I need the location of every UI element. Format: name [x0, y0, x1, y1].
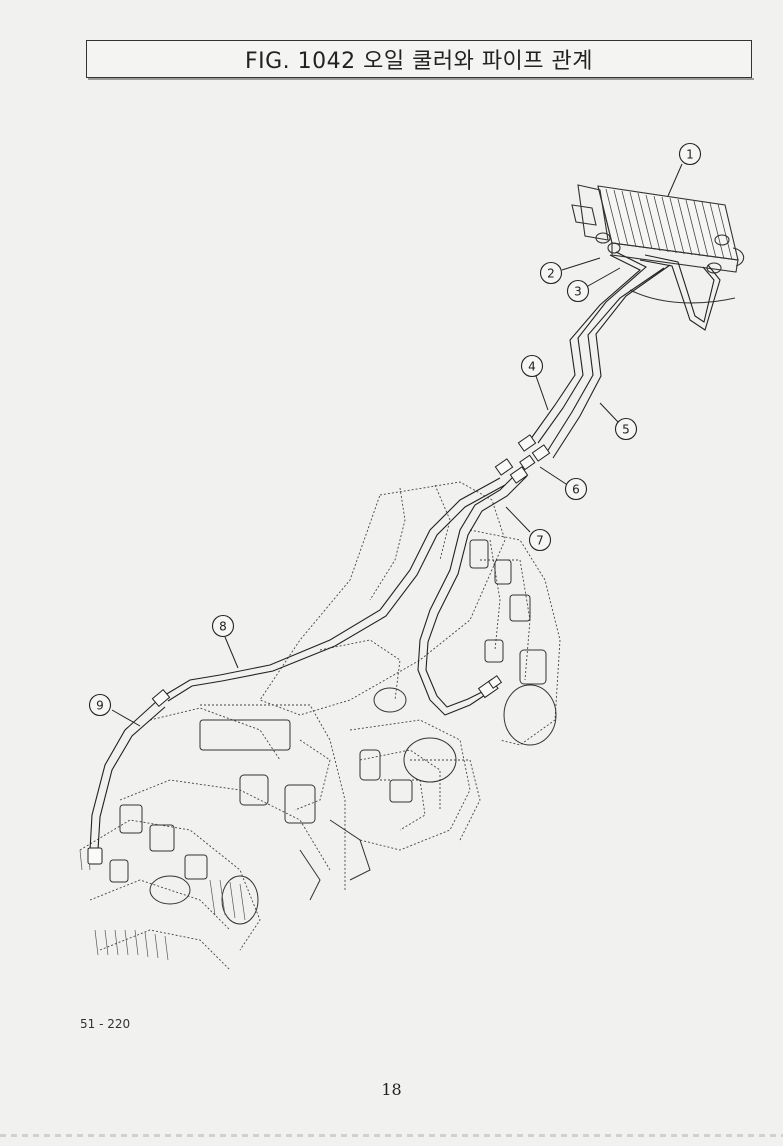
- oil-cooler: [571, 184, 745, 304]
- title-shadow: [88, 78, 754, 80]
- callout-3: 3: [566, 279, 590, 303]
- svg-text:7: 7: [536, 534, 544, 548]
- svg-text:2: 2: [547, 267, 555, 281]
- callout-8: 8: [211, 614, 235, 638]
- callout-5: 5: [614, 417, 638, 441]
- pipe-8-long-line: [164, 477, 506, 702]
- scan-edge: [0, 1134, 783, 1137]
- svg-text:5: 5: [622, 423, 630, 437]
- engine-solid-details: [109, 539, 557, 925]
- pipe-5-cooler-to-union: [544, 254, 721, 459]
- engine-hatching: [79, 847, 246, 961]
- callout-4: 4: [520, 354, 544, 378]
- figure-title: FIG. 1042 오일 쿨러와 파이프 관계: [244, 49, 594, 74]
- callout-7: 7: [528, 528, 552, 552]
- svg-text:1: 1: [686, 148, 694, 162]
- svg-text:8: 8: [219, 620, 227, 634]
- pipe-7-return-line: [417, 469, 528, 716]
- figure-title-box: FIG. 1042 오일 쿨러와 파이프 관계: [86, 40, 752, 78]
- leader-lines: [111, 163, 683, 727]
- svg-text:6: 6: [572, 483, 580, 497]
- svg-text:3: 3: [574, 285, 582, 299]
- pipe-9-end-line: [89, 699, 166, 851]
- callout-9: 9: [88, 693, 112, 717]
- callout-6: 6: [564, 477, 588, 501]
- svg-text:4: 4: [528, 360, 536, 374]
- pipe-fittings: [87, 434, 551, 865]
- pipe-4-cooler-to-union: [529, 251, 647, 444]
- callout-1-cooler: 1: [678, 142, 702, 166]
- page-number: 18: [381, 1080, 402, 1099]
- page-code: 51 - 220: [80, 1017, 131, 1031]
- svg-text:9: 9: [96, 699, 104, 713]
- callout-2: 2: [539, 261, 563, 285]
